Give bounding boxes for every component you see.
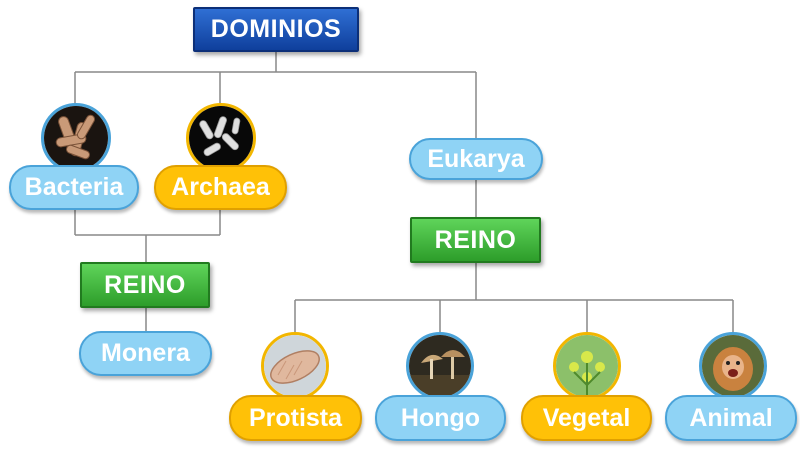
reino-box-right: REINO [410, 217, 541, 263]
vegetal-pill: Vegetal [521, 395, 652, 441]
plant-photo-icon [553, 332, 621, 400]
reino-left-label: REINO [104, 270, 186, 299]
dominios-box: DOMINIOS [193, 7, 359, 52]
reino-right-label: REINO [434, 225, 517, 254]
hongo-pill: Hongo [375, 395, 506, 441]
protista-photo-icon [261, 332, 329, 400]
vegetal-label: Vegetal [542, 403, 631, 432]
protista-label: Protista [248, 403, 343, 432]
monera-pill: Monera [79, 331, 212, 376]
protista-pill: Protista [229, 395, 362, 441]
monkey-photo-icon [699, 332, 767, 400]
dominios-label: DOMINIOS [210, 15, 342, 43]
archaea-pill: Archaea [154, 165, 287, 210]
eukarya-pill: Eukarya [409, 138, 543, 180]
animal-label: Animal [689, 403, 773, 432]
hongo-label: Hongo [400, 403, 481, 432]
animal-pill: Animal [665, 395, 797, 441]
mushroom-photo-icon [406, 332, 474, 400]
bacteria-pill: Bacteria [9, 165, 139, 210]
bacteria-label: Bacteria [24, 173, 124, 201]
bacteria-photo-icon [41, 103, 111, 173]
monera-label: Monera [101, 339, 190, 367]
archaea-photo-icon [186, 103, 256, 173]
archaea-label: Archaea [171, 173, 270, 201]
eukarya-label: Eukarya [427, 144, 525, 173]
reino-box-left: REINO [80, 262, 210, 308]
